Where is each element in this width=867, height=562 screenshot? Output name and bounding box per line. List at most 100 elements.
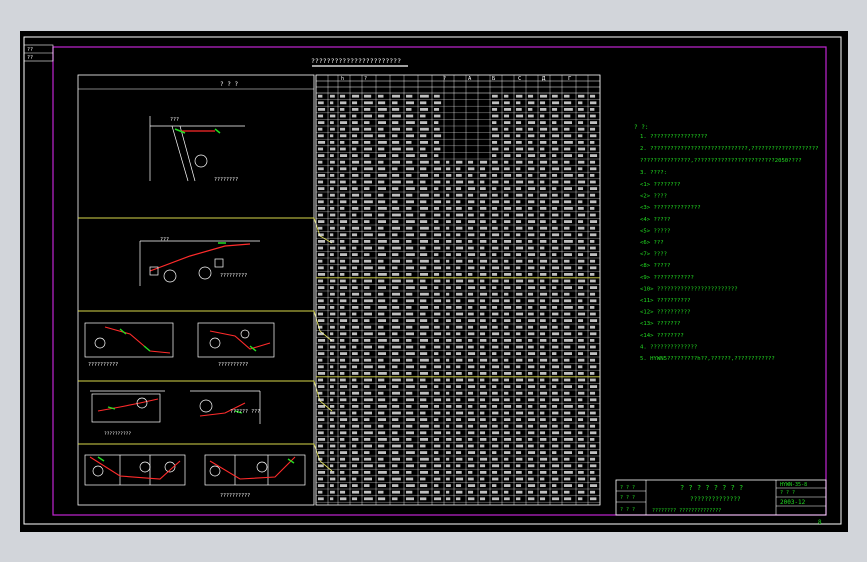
table-cell <box>340 240 345 243</box>
table-cell <box>492 240 498 243</box>
table-cell <box>590 167 597 171</box>
table-cell <box>364 101 373 105</box>
table-cell <box>318 299 324 303</box>
table-cell <box>480 490 488 494</box>
table-cell <box>364 385 370 388</box>
table-cell <box>564 438 573 441</box>
table-cell <box>456 213 464 217</box>
table-cell <box>456 398 461 402</box>
table-cell <box>504 306 512 309</box>
table-cell <box>504 193 509 197</box>
table-cell <box>446 358 450 362</box>
table-cell <box>504 451 511 454</box>
table-cell <box>446 240 452 243</box>
table-cell <box>456 207 462 210</box>
table-cell <box>480 312 485 316</box>
table-cell <box>330 108 335 111</box>
table-cell <box>564 273 573 276</box>
table-cell <box>318 372 326 375</box>
table-cell <box>378 490 384 494</box>
table-cell <box>318 200 324 204</box>
table-cell <box>492 200 500 204</box>
table-cell <box>420 246 426 250</box>
table-cell <box>516 180 524 184</box>
table-cell <box>540 233 546 237</box>
table-cell <box>434 207 440 210</box>
table-cell <box>434 193 440 197</box>
table-cell <box>330 451 334 454</box>
table-cell <box>516 226 523 230</box>
table-cell <box>340 180 346 184</box>
table-cell <box>504 339 512 342</box>
title-sub: ?????????????? <box>690 496 741 503</box>
table-cell <box>340 279 346 283</box>
table-cell <box>492 273 498 276</box>
table-cell <box>504 160 509 164</box>
table-cell <box>434 259 440 263</box>
table-cell <box>528 259 534 263</box>
table-cell <box>352 345 357 349</box>
table-cell <box>340 121 348 124</box>
table-cell <box>340 385 348 388</box>
table-cell <box>564 332 572 336</box>
table-cell <box>318 253 325 256</box>
table-cell <box>564 411 571 415</box>
table-cell <box>352 411 357 415</box>
table-cell <box>330 424 335 428</box>
table-cell <box>480 226 488 230</box>
table-cell <box>552 108 558 111</box>
table-cell <box>578 345 586 349</box>
note-line: <6> ??? <box>640 240 664 246</box>
table-cell <box>330 385 334 388</box>
table-cell <box>420 391 429 395</box>
table-cell <box>468 438 473 441</box>
table-cell <box>552 240 558 243</box>
table-cell <box>420 187 428 190</box>
table-cell <box>378 477 385 481</box>
table-cell <box>420 424 429 428</box>
table-cell <box>446 405 452 408</box>
table-cell <box>504 385 511 388</box>
table-cell <box>406 200 414 204</box>
table-cell <box>528 240 533 243</box>
table-cell <box>340 319 348 322</box>
table-cell <box>480 160 488 164</box>
table-cell <box>540 411 545 415</box>
table-cell <box>420 101 427 105</box>
table-cell <box>330 372 335 375</box>
table-cell <box>420 332 427 336</box>
table-cell <box>540 457 548 461</box>
table-cell <box>406 398 414 402</box>
table-cell <box>468 174 473 177</box>
table-cell <box>578 457 585 461</box>
table-cell <box>318 365 324 369</box>
table-cell <box>564 108 573 111</box>
table-cell <box>480 193 488 197</box>
svg-text:????????: ???????? <box>214 177 238 183</box>
table-cell <box>578 253 584 256</box>
table-cell <box>352 187 358 190</box>
table-cell <box>528 200 535 204</box>
table-cell <box>492 134 500 138</box>
table-cell <box>420 345 426 349</box>
table-cell <box>492 497 500 501</box>
table-cell <box>406 457 413 461</box>
table-cell <box>434 141 440 144</box>
table-cell <box>420 240 428 243</box>
table-cell <box>330 438 335 441</box>
table-cell <box>318 266 324 270</box>
table-cell <box>578 444 586 448</box>
table-cell <box>552 101 560 105</box>
table-cell <box>318 431 324 435</box>
table-cell <box>504 207 512 210</box>
note-line: <13> ??????? <box>640 321 680 327</box>
table-cell <box>378 339 387 342</box>
table-cell <box>330 292 335 296</box>
table-cell <box>446 226 450 230</box>
table-cell <box>540 101 546 105</box>
table-cell <box>318 246 324 250</box>
table-cell <box>340 477 346 481</box>
table-cell <box>590 312 596 316</box>
table-cell <box>528 451 536 454</box>
